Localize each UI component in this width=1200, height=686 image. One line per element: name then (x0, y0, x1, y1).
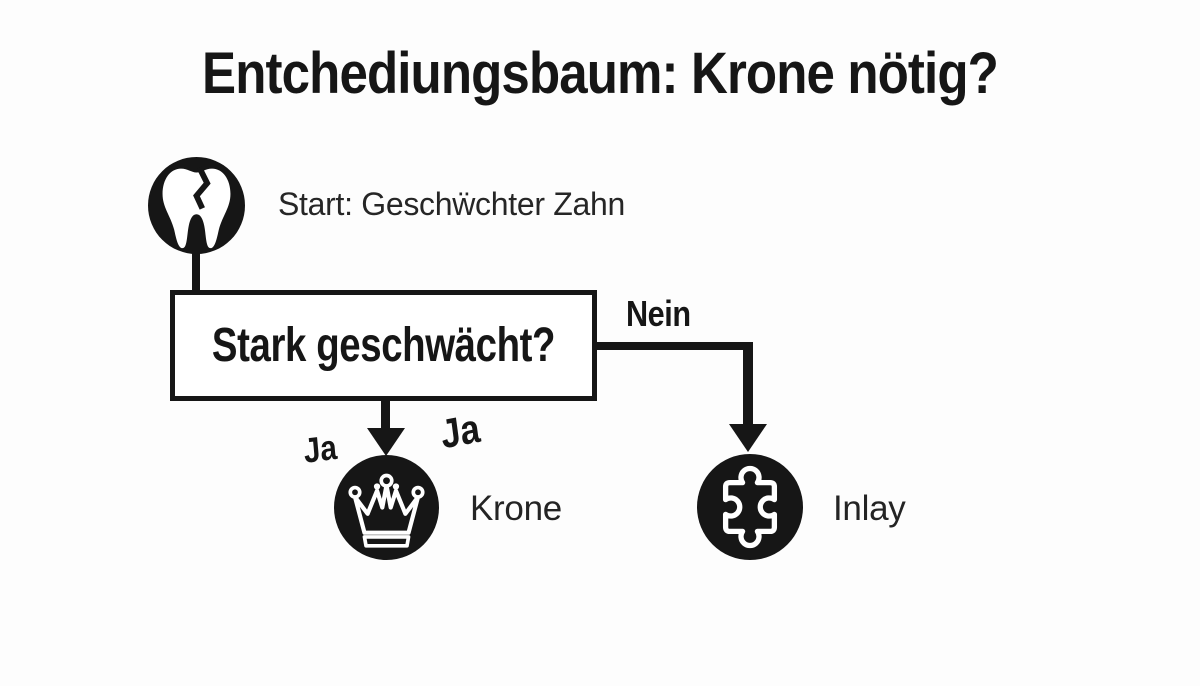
start-label: Start: Geschẅchter Zahn (278, 186, 626, 222)
crown-icon (348, 473, 425, 548)
arrowhead-yes-icon (367, 428, 405, 456)
krone-label: Krone (470, 489, 562, 528)
puzzle-icon (722, 465, 778, 549)
edge-no-horizontal (595, 342, 753, 350)
krone-node (334, 455, 439, 560)
decision-box: Stark geschwächt? (170, 290, 597, 401)
inlay-node (697, 454, 803, 560)
edge-yes-stem (381, 399, 390, 430)
no-edge-label: Nein (626, 293, 691, 334)
yes-edge-label-left: Ja (302, 427, 339, 471)
yes-edge-label-right: Ja (438, 404, 483, 458)
inlay-label: Inlay (833, 489, 906, 528)
edge-no-vertical (743, 342, 753, 426)
cracked-tooth-icon (162, 166, 231, 249)
edge-start-to-decision (192, 251, 200, 292)
start-node (148, 157, 245, 254)
decision-label: Stark geschwächt? (211, 319, 556, 372)
page-title: Entchediungsbaum: Krone nötig? (202, 41, 999, 106)
arrowhead-no-icon (729, 424, 767, 452)
